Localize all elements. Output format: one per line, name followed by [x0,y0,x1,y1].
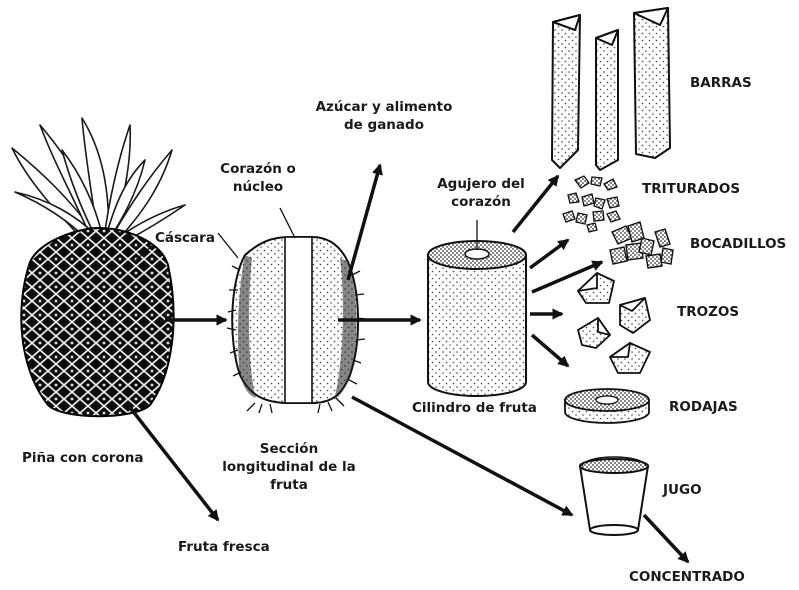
product-crushed [563,176,620,232]
label-concentrado: CONCENTRADO [629,568,745,586]
label-cascara: Cáscara [155,229,215,247]
product-chunks [578,273,650,373]
longitudinal-section [227,237,366,413]
label-azucar-alimento-ganado: Azúcar y alimento de ganado [314,98,454,134]
label-triturados: TRITURADOS [642,180,740,198]
label-rodajas: RODAJAS [669,398,738,416]
label-agujero-del-corazon: Agujero del corazón [425,175,537,211]
label-corazon-o-nucleo: Corazón o núcleo [212,160,304,196]
label-fruta-fresca: Fruta fresca [178,538,270,556]
product-snacks [610,222,673,268]
fruit-cylinder [428,241,526,396]
product-slice [565,389,649,423]
label-trozos: TROZOS [677,303,739,321]
whole-pineapple [12,118,185,416]
label-bocadillos: BOCADILLOS [690,235,786,253]
product-bars [552,8,670,170]
label-seccion-longitudinal: Sección longitudinal de la fruta [214,440,364,494]
pineapple-crown [12,118,185,246]
label-pina-con-corona: Piña con corona [22,449,143,467]
label-barras: BARRAS [690,74,752,92]
label-cilindro-de-fruta: Cilindro de fruta [412,399,537,417]
product-juice-cup [580,457,648,535]
label-jugo: JUGO [663,481,702,499]
